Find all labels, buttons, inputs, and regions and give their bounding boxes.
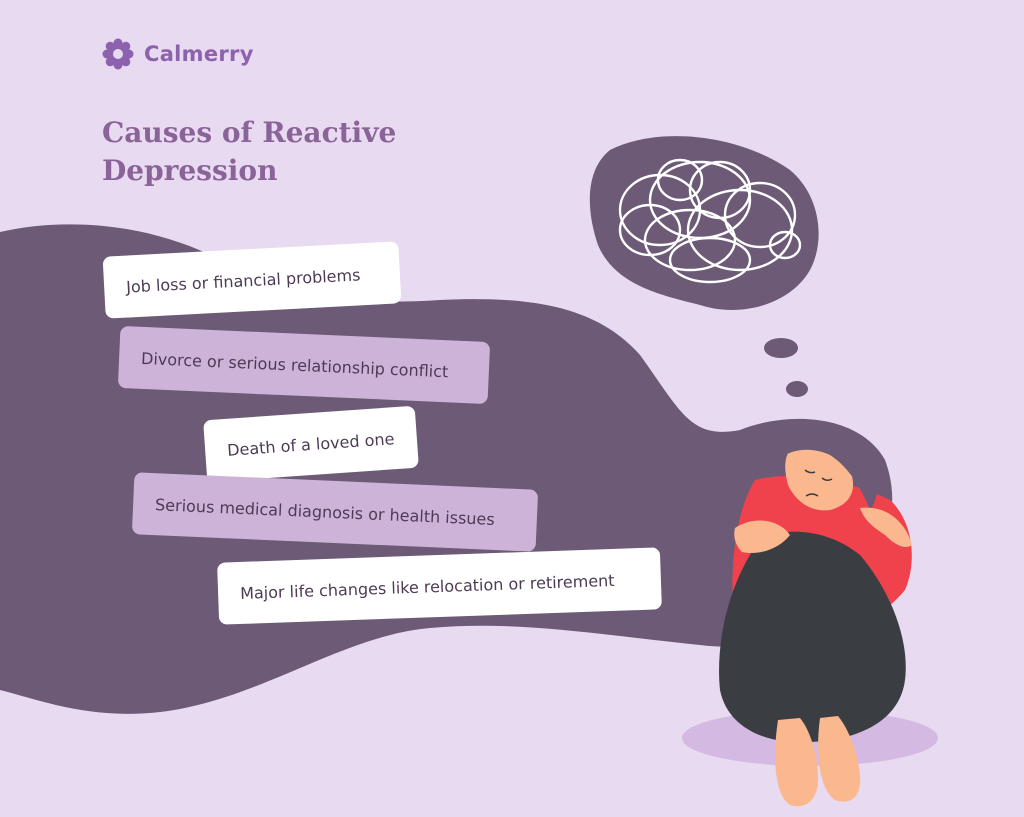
tangled-scribble-icon	[618, 158, 802, 284]
sad-woman-figure	[719, 418, 912, 807]
brand: Calmerry	[102, 38, 254, 70]
title-line-2: Depression	[102, 154, 278, 187]
flower-logo-icon	[102, 38, 134, 70]
cause-label: Death of a loved one	[226, 428, 395, 460]
cause-label: Job loss or financial problems	[125, 264, 361, 297]
thought-dot-large	[764, 338, 798, 358]
thought-dot-small	[786, 381, 808, 397]
cause-label: Serious medical diagnosis or health issu…	[154, 494, 496, 529]
cause-label: Divorce or serious relationship conflict	[140, 348, 449, 381]
page-title: Causes of Reactive Depression	[102, 114, 422, 190]
title-line-1: Causes of Reactive	[102, 116, 397, 149]
cause-label: Major life changes like relocation or re…	[239, 570, 615, 603]
brand-name: Calmerry	[144, 42, 254, 66]
